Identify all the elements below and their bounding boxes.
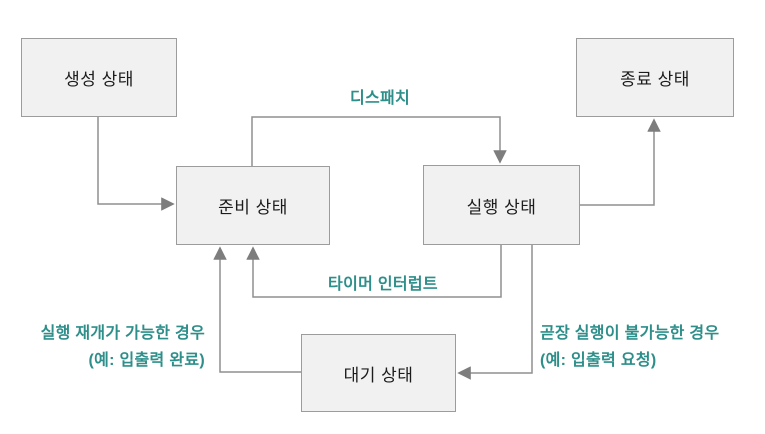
timer-interrupt-label-text: 타이머 인터럽트 — [328, 276, 438, 293]
edge-waiting-to-ready-resume — [213, 246, 301, 373]
edge-running-to-waiting — [457, 245, 533, 380]
block-condition-line1: 곧장 실행이 불가능한 경우 — [540, 325, 720, 342]
edge-created-to-ready — [97, 117, 175, 211]
state-box-waiting: 대기 상태 — [301, 334, 456, 412]
block-condition-line2: (예: 입출력 요청) — [540, 352, 657, 369]
state-label-created: 생성 상태 — [64, 70, 134, 89]
state-box-created: 생성 상태 — [21, 38, 177, 117]
state-label-running: 실행 상태 — [466, 197, 537, 217]
edge-running-to-ready-timer-interrupt — [246, 245, 502, 298]
resume-condition-line1: 실행 재개가 가능한 경우 — [40, 325, 205, 342]
resume-condition-line2: (예: 입출력 완료) — [88, 352, 205, 369]
state-box-terminated: 종료 상태 — [576, 38, 734, 117]
state-label-terminated: 종료 상태 — [620, 70, 690, 89]
state-box-ready: 준비 상태 — [176, 166, 330, 245]
dispatch-label-text: 디스패치 — [349, 90, 411, 107]
edge-label-dispatch: 디스패치 — [300, 85, 460, 112]
state-label-ready: 준비 상태 — [218, 198, 288, 217]
edge-running-to-terminated — [580, 118, 661, 206]
state-label-waiting: 대기 상태 — [343, 365, 414, 385]
edge-ready-to-running-dispatch — [251, 116, 507, 166]
edge-label-timer-interrupt: 타이머 인터럽트 — [293, 271, 473, 298]
state-box-running: 실행 상태 — [423, 165, 580, 245]
edge-label-resume-condition: 실행 재개가 가능한 경우 (예: 입출력 완료) — [5, 320, 205, 374]
edge-label-block-condition: 곧장 실행이 불가능한 경우 (예: 입출력 요청) — [540, 320, 760, 374]
